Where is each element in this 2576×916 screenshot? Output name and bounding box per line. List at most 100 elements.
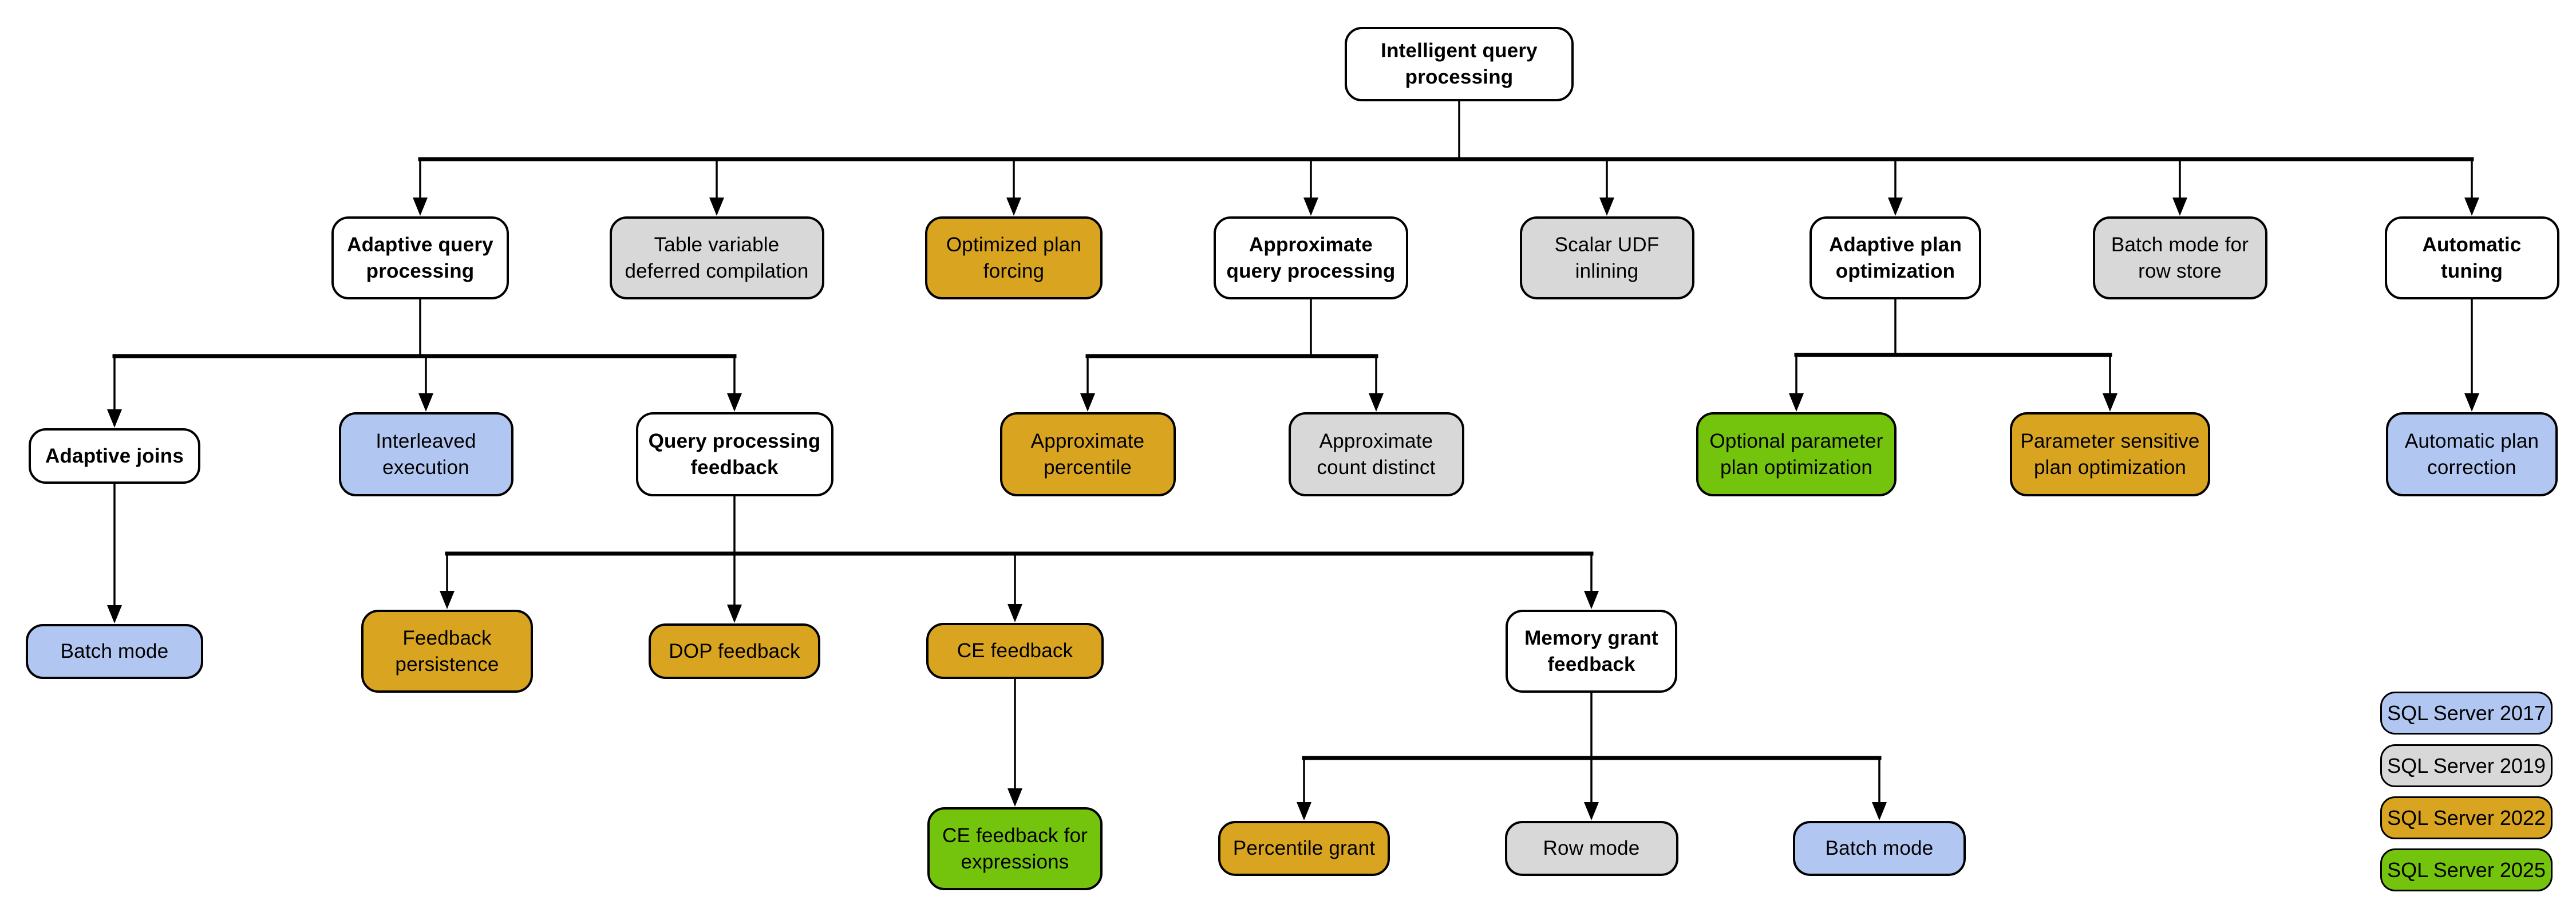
arrowhead-icon — [1872, 802, 1887, 820]
arrowhead-icon — [418, 393, 433, 412]
connector-approximate-query-processing — [1080, 298, 1384, 412]
arrowhead-icon — [107, 605, 122, 623]
node-label-line: Automatic plan — [2404, 429, 2539, 452]
node-label-line: Adaptive joins — [45, 444, 184, 467]
node-batch-mode-adaptive-joins: Batch mode — [26, 624, 203, 679]
arrowhead-icon — [1584, 591, 1599, 609]
arrowhead-icon — [709, 198, 724, 216]
node-label-line: feedback — [1547, 653, 1635, 676]
node-automatic-tuning: Automatic tuning — [2384, 216, 2559, 299]
node-label-line: expressions — [961, 850, 1069, 873]
node-label-line: Query processing — [648, 429, 821, 452]
arrowhead-icon — [2172, 198, 2187, 216]
node-dop-feedback: DOP feedback — [649, 623, 820, 679]
legend-item-sql-server-2022: SQL Server 2022 — [2380, 796, 2553, 839]
node-label-line: Intelligent query — [1381, 40, 1538, 62]
node-label-line: optimization — [1835, 259, 1955, 282]
arrowhead-icon — [1303, 198, 1318, 216]
node-label-line: Batch mode for — [2111, 233, 2249, 256]
connector-adaptive-plan-optimization — [1789, 298, 2117, 412]
node-label-line: inlining — [1575, 259, 1639, 282]
node-ce-feedback: CE feedback — [926, 623, 1104, 679]
connector-intelligent-query-processing — [413, 100, 2479, 216]
node-label-line: count distinct — [1317, 456, 1436, 479]
arrowhead-icon — [1008, 788, 1022, 807]
node-label-line: Percentile grant — [1232, 837, 1376, 859]
arrowhead-icon — [1789, 393, 1804, 412]
arrowhead-icon — [1369, 393, 1384, 412]
node-batch-mode-memory-grant: Batch mode — [1793, 821, 1966, 876]
node-label-line: correction — [2427, 456, 2516, 479]
node-adaptive-plan-optimization: Adaptive plan optimization — [1809, 216, 1981, 299]
connector-memory-grant-feedback — [1297, 692, 1887, 820]
connector-automatic-tuning — [2464, 298, 2479, 412]
legend-item-sql-server-2019: SQL Server 2019 — [2380, 744, 2553, 787]
node-table-variable-deferred-compilation: Table variable deferred compilation — [609, 216, 824, 299]
node-label-line: tuning — [2440, 259, 2503, 282]
arrowhead-icon — [1008, 604, 1022, 622]
arrowhead-icon — [1599, 198, 1614, 216]
legend-item-sql-server-2017: SQL Server 2017 — [2380, 692, 2553, 735]
arrowhead-icon — [2103, 393, 2117, 412]
node-label-line: Scalar UDF — [1554, 233, 1660, 256]
node-label-line: CE feedback for — [942, 824, 1088, 847]
connector-ce-feedback — [1008, 678, 1022, 807]
node-automatic-plan-correction: Automatic plan correction — [2386, 412, 2558, 496]
node-approximate-query-processing: Approximate query processing — [1214, 216, 1408, 299]
node-label-line: Automatic — [2422, 233, 2522, 256]
node-feedback-persistence: Feedback persistence — [361, 610, 533, 693]
connector-adaptive-joins — [107, 483, 122, 623]
arrowhead-icon — [440, 591, 455, 609]
node-label-line: Adaptive plan — [1828, 233, 1962, 256]
node-label-line: Table variable — [654, 233, 780, 256]
node-label-line: forcing — [983, 259, 1045, 282]
node-label-line: feedback — [690, 456, 779, 479]
arrowhead-icon — [1006, 198, 1021, 216]
arrowhead-icon — [1080, 393, 1095, 412]
legend-item-sql-server-2025: SQL Server 2025 — [2380, 848, 2553, 891]
connector-adaptive-query-processing — [107, 298, 742, 428]
node-label-line: Approximate — [1030, 429, 1145, 452]
node-batch-mode-for-row-store: Batch mode for row store — [2092, 216, 2267, 299]
node-label-line: query processing — [1226, 259, 1396, 282]
node-optional-parameter-plan-optimization: Optional parameter plan optimization — [1696, 412, 1897, 496]
node-label-line: processing — [1405, 66, 1514, 88]
node-label-line: Adaptive query — [347, 233, 493, 256]
connector-query-processing-feedback — [440, 495, 1599, 623]
node-label-line: plan optimization — [1720, 456, 1873, 479]
node-label-line: DOP feedback — [669, 639, 800, 662]
arrowhead-icon — [107, 409, 122, 428]
node-approximate-count-distinct: Approximate count distinct — [1288, 412, 1464, 496]
node-label-line: Memory grant — [1524, 626, 1658, 649]
node-label-line: Batch mode — [60, 640, 169, 662]
node-label-line: Batch mode — [1825, 837, 1934, 859]
node-intelligent-query-processing: Intelligent query processing — [1345, 27, 1574, 101]
node-adaptive-joins: Adaptive joins — [29, 428, 200, 484]
node-label-line: Approximate — [1319, 429, 1433, 452]
node-label-line: persistence — [395, 653, 499, 676]
node-label-line: Feedback — [402, 626, 492, 649]
node-ce-feedback-for-expressions: CE feedback for expressions — [927, 807, 1103, 890]
node-query-processing-feedback: Query processing feedback — [635, 412, 833, 496]
node-label-line: Optimized plan — [946, 233, 1082, 256]
arrowhead-icon — [1297, 802, 1311, 820]
node-label-line: row store — [2138, 259, 2222, 282]
node-label-line: Approximate — [1249, 233, 1373, 256]
arrowhead-icon — [727, 393, 742, 412]
node-adaptive-query-processing: Adaptive query processing — [331, 216, 509, 299]
node-row-mode: Row mode — [1504, 821, 1678, 876]
arrowhead-icon — [413, 198, 428, 216]
node-optimized-plan-forcing: Optimized plan forcing — [925, 216, 1103, 299]
node-scalar-udf-inlining: Scalar UDF inlining — [1519, 216, 1694, 299]
arrowhead-icon — [1584, 802, 1599, 820]
node-label-line: execution — [382, 456, 469, 479]
node-label-line: processing — [366, 259, 475, 282]
arrowhead-icon — [727, 605, 742, 623]
node-label-line: deferred compilation — [625, 259, 809, 282]
node-label-line: Optional parameter — [1709, 429, 1883, 452]
